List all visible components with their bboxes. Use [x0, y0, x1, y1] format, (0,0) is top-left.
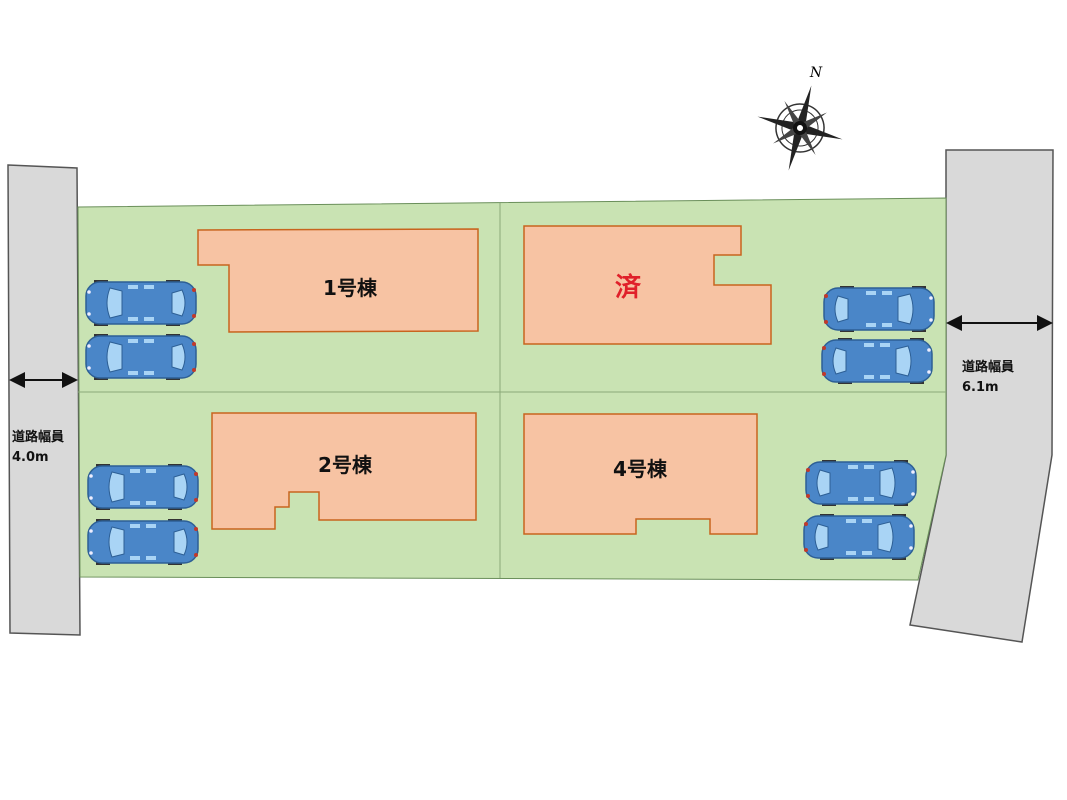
road-width-title: 道路幅員	[12, 430, 65, 445]
building-3-sold[interactable]: 済	[523, 225, 772, 345]
road-left-label: 道路幅員 4.0m	[12, 428, 64, 468]
road-left	[7, 164, 81, 636]
building-2[interactable]: 2号棟	[211, 412, 477, 530]
parking-cars	[85, 280, 935, 565]
building-label: 2号棟	[318, 453, 373, 477]
compass-rose-icon	[757, 85, 843, 171]
car-icon	[87, 464, 199, 510]
road-width-value: 6.1m	[962, 380, 999, 395]
road-width-value: 4.0m	[12, 450, 49, 465]
car-icon	[85, 334, 197, 380]
building-1[interactable]: 1号棟	[197, 228, 479, 333]
north-label: N	[809, 65, 823, 81]
road-right-label: 道路幅員 6.1m	[962, 358, 1014, 398]
car-icon	[85, 280, 197, 326]
building-4[interactable]: 4号棟	[523, 413, 758, 535]
car-icon	[803, 514, 915, 560]
road-width-title: 道路幅員	[962, 360, 1015, 375]
car-icon	[805, 460, 917, 506]
building-label: 4号棟	[613, 457, 668, 481]
car-icon	[823, 286, 935, 332]
car-icon	[821, 338, 933, 384]
building-label: 1号棟	[323, 276, 378, 300]
sold-label: 済	[615, 272, 642, 303]
car-icon	[87, 519, 199, 565]
